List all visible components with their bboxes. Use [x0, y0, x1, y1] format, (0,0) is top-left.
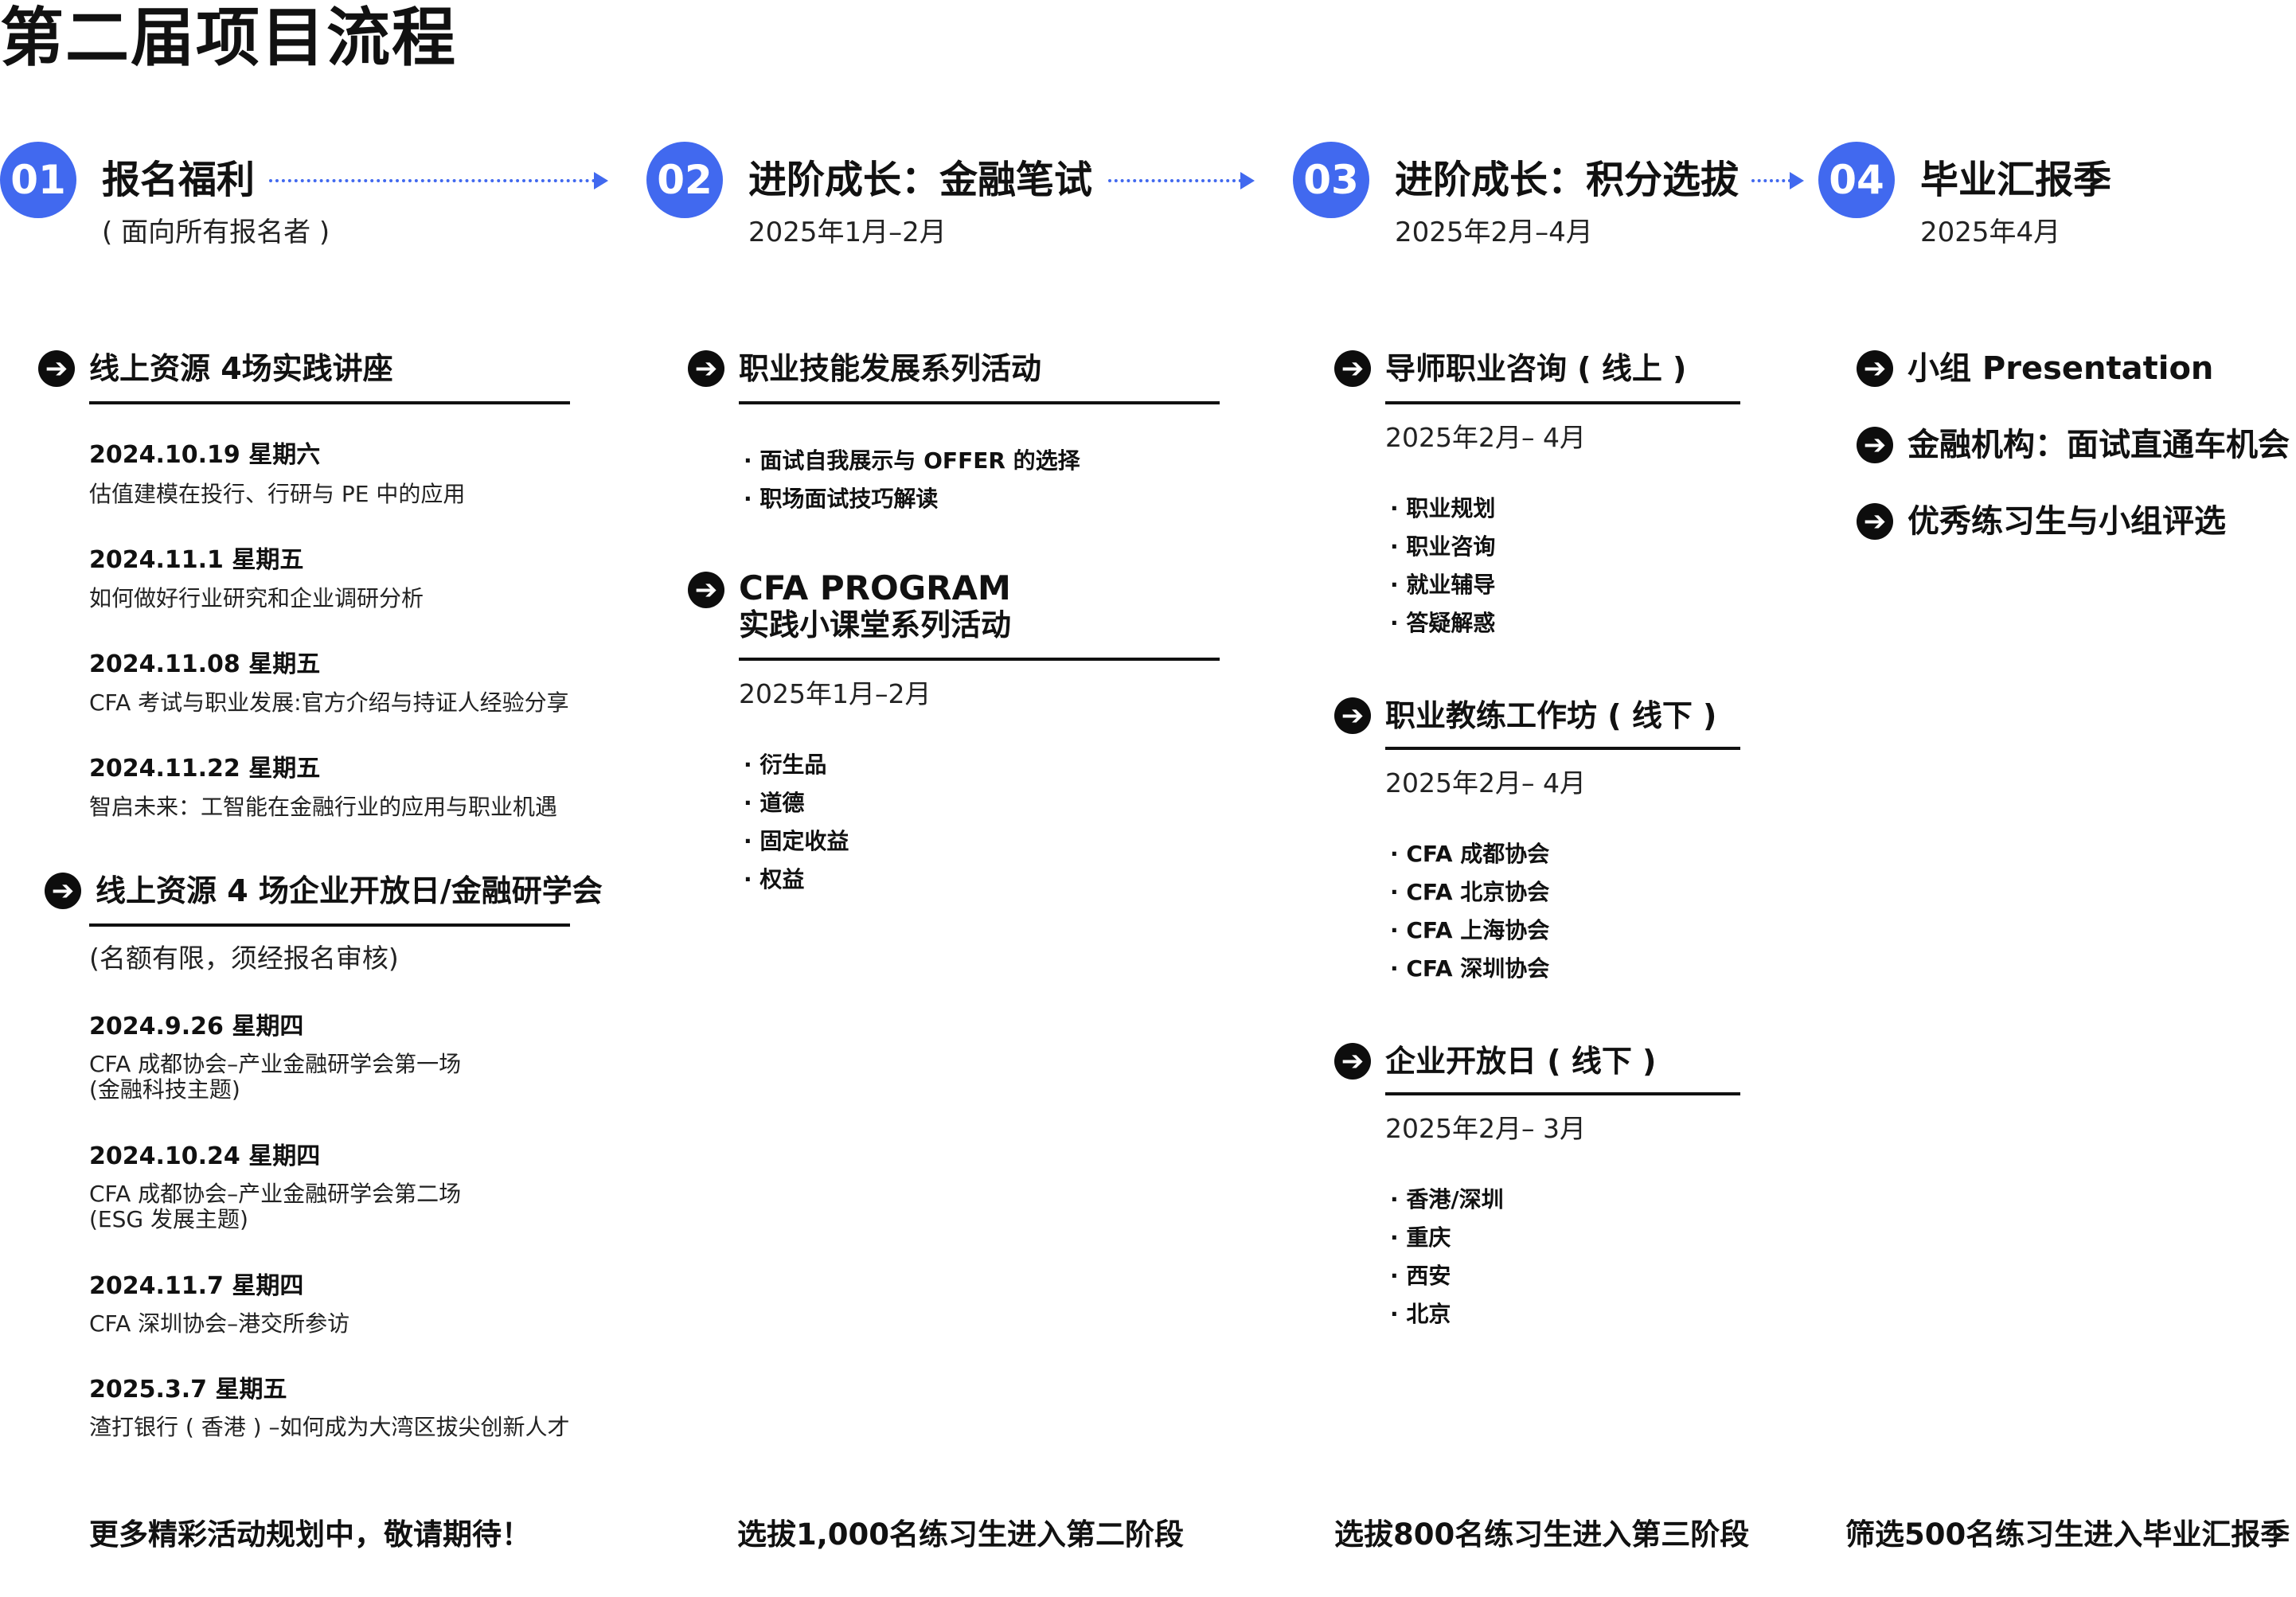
list-item: · 固定收益: [744, 828, 849, 854]
col1-section1-title: 线上资源 4场实践讲座: [89, 351, 393, 386]
talk-desc: 智启未来：工智能在金融行业的应用与职业机遇: [89, 794, 558, 820]
arrow-circle-icon: ➔: [1857, 350, 1893, 387]
col4-item-title: 金融机构：面试直通车机会: [1907, 427, 2290, 463]
talk-date: 2024.11.1 星期五: [89, 546, 304, 574]
event-date: 2024.11.7 星期四: [89, 1272, 304, 1300]
list-item: · 面试自我展示与 OFFER 的选择: [744, 447, 1080, 474]
col3-section1-rule: [1385, 401, 1740, 404]
flow-arrow-line-2: [1108, 179, 1242, 182]
arrow-circle-icon: ➔: [1334, 350, 1371, 387]
event-desc-sub: (金融科技主题): [89, 1076, 240, 1103]
list-item: · 就业辅导: [1390, 572, 1496, 598]
flow-arrow-icon: [1240, 172, 1255, 189]
step-title-01: 报名福利: [102, 158, 256, 202]
event-date: 2025.3.7 星期五: [89, 1376, 287, 1404]
col4-item-title: 小组 Presentation: [1907, 350, 2214, 387]
col1-section1-rule: [89, 401, 570, 404]
col1-section2-rule: [89, 923, 570, 927]
flow-arrow-icon: [1790, 172, 1804, 189]
col2-section1-title: 职业技能发展系列活动: [739, 351, 1042, 386]
arrow-circle-icon: ➔: [45, 873, 81, 909]
col3-section3-rule: [1385, 1092, 1740, 1095]
arrow-circle-icon: ➔: [688, 350, 724, 387]
col3-section2-rule: [1385, 747, 1740, 750]
list-item: · 北京: [1390, 1301, 1451, 1327]
arrow-circle-icon: ➔: [1334, 1043, 1371, 1080]
list-item: · 衍生品: [744, 752, 827, 778]
col1-section2-title: 线上资源 4 场企业开放日/金融研学会: [96, 873, 603, 908]
list-item: · CFA 北京协会: [1390, 879, 1550, 905]
talk-date: 2024.10.19 星期六: [89, 441, 321, 469]
list-item: · CFA 上海协会: [1390, 917, 1550, 943]
step-title-02: 进阶成长：金融笔试: [748, 158, 1093, 202]
step-subtitle-03: 2025年2月–4月: [1395, 217, 1593, 248]
col3-section2-range: 2025年2月– 4月: [1385, 767, 1586, 798]
step-badge-04: 04: [1818, 142, 1895, 218]
arrow-circle-icon: ➔: [1857, 427, 1893, 463]
list-item: · 西安: [1390, 1263, 1451, 1289]
step-badge-03: 03: [1293, 142, 1369, 218]
step-title-04: 毕业汇报季: [1920, 158, 2112, 202]
col1-section2-note: (名额有限，须经报名审核): [89, 943, 399, 974]
arrow-circle-icon: ➔: [38, 350, 75, 387]
event-desc: CFA 成都协会–产业金融研学会第一场: [89, 1051, 462, 1077]
list-item: · 重庆: [1390, 1224, 1451, 1251]
talk-desc: 如何做好行业研究和企业调研分析: [89, 585, 424, 611]
step-title-03: 进阶成长：积分选拔: [1395, 158, 1740, 202]
col4-item-title: 优秀练习生与小组评选: [1907, 503, 2226, 540]
col2-section2-range: 2025年1月–2月: [739, 678, 931, 709]
list-item: · 答疑解惑: [1390, 610, 1496, 636]
step-subtitle-02: 2025年1月–2月: [748, 217, 947, 248]
talk-desc: 估值建模在投行、行研与 PE 中的应用: [89, 481, 466, 507]
step-subtitle-01: ( 面向所有报名者 ): [102, 217, 330, 248]
col3-footer: 选拔800名练习生进入第三阶段: [1334, 1517, 1750, 1552]
event-desc-sub: (ESG 发展主题): [89, 1206, 248, 1232]
list-item: · 职场面试技巧解读: [744, 486, 939, 512]
col2-section2-rule: [739, 658, 1220, 661]
col2-section1-rule: [739, 401, 1220, 404]
event-date: 2024.10.24 星期四: [89, 1142, 321, 1170]
step-badge-01: 01: [0, 142, 76, 218]
arrow-circle-icon: ➔: [1857, 503, 1893, 540]
list-item: · 道德: [744, 790, 805, 816]
event-desc: CFA 深圳协会–港交所参访: [89, 1310, 350, 1337]
flow-arrow-icon: [594, 172, 608, 189]
event-desc: 渣打银行 ( 香港 ) –如何成为大湾区拔尖创新人才: [89, 1414, 570, 1440]
list-item: · 职业规划: [1390, 495, 1496, 521]
col2-footer: 选拔1,000名练习生进入第二阶段: [737, 1517, 1185, 1552]
list-item: · 职业咨询: [1390, 533, 1496, 560]
list-item: · CFA 成都协会: [1390, 841, 1550, 867]
col3-section3-range: 2025年2月– 3月: [1385, 1113, 1586, 1144]
col3-section2-title: 职业教练工作坊 ( 线下 ): [1385, 698, 1717, 733]
talk-desc: CFA 考试与职业发展:官方介绍与持证人经验分享: [89, 689, 569, 716]
talk-date: 2024.11.08 星期五: [89, 650, 321, 678]
list-item: · CFA 深圳协会: [1390, 955, 1550, 982]
arrow-circle-icon: ➔: [1334, 697, 1371, 734]
col3-section3-title: 企业开放日 ( 线下 ): [1385, 1044, 1657, 1079]
arrow-circle-icon: ➔: [688, 572, 724, 608]
page-title: 第二届项目流程: [0, 1, 457, 75]
col2-section2-subtitle: 实践小课堂系列活动: [739, 607, 1012, 642]
col3-section1-title: 导师职业咨询 ( 线上 ): [1385, 351, 1687, 386]
event-desc: CFA 成都协会–产业金融研学会第二场: [89, 1181, 462, 1207]
col1-footer: 更多精彩活动规划中，敬请期待！: [89, 1517, 531, 1552]
list-item: · 香港/深圳: [1390, 1186, 1504, 1212]
flow-arrow-line-1: [269, 179, 595, 182]
col4-footer: 筛选500名练习生进入毕业汇报季: [1845, 1517, 2290, 1552]
col3-section1-range: 2025年2月– 4月: [1385, 422, 1586, 453]
talk-date: 2024.11.22 星期五: [89, 755, 321, 783]
flow-arrow-line-3: [1751, 179, 1791, 182]
step-subtitle-04: 2025年4月: [1920, 217, 2061, 248]
event-date: 2024.9.26 星期四: [89, 1013, 304, 1041]
step-badge-02: 02: [646, 142, 723, 218]
list-item: · 权益: [744, 866, 805, 892]
col2-section2-title: CFA PROGRAM: [739, 568, 1011, 607]
